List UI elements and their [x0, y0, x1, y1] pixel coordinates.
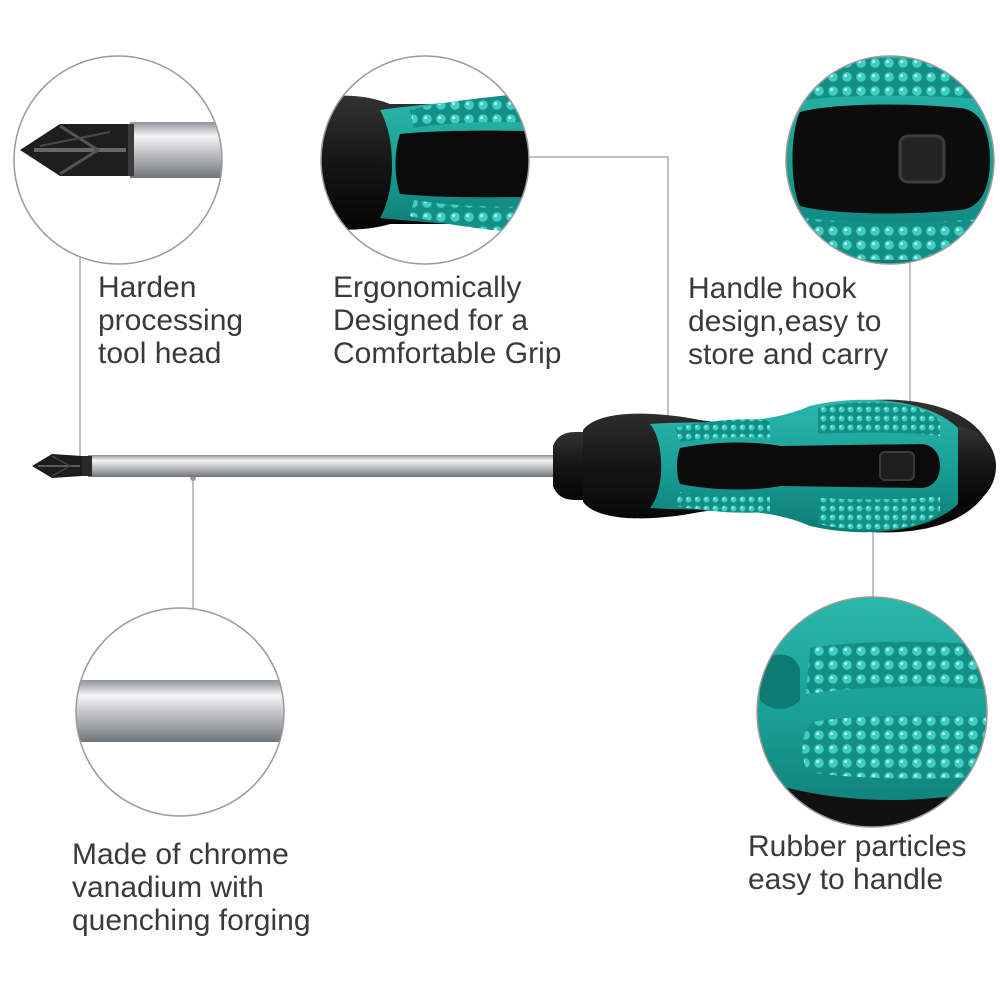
callout-material-line-1: Made of chrome	[72, 838, 289, 871]
detail-circle-hook	[785, 55, 995, 265]
callout-material-line-3: quenching forging	[72, 904, 311, 937]
callout-tool-head: Harden processing tool head	[98, 271, 243, 370]
callout-hook: Handle hook design,easy to store and car…	[688, 272, 888, 371]
callout-material-line-2: vanadium with	[72, 871, 264, 904]
callout-grip-line-3: Comfortable Grip	[333, 337, 562, 370]
callout-grip-line-1: Ergonomically	[333, 271, 522, 304]
detail-circle-chrome-shaft	[75, 607, 285, 817]
grip-dots-top-left	[675, 419, 770, 442]
callout-tool-head-line-3: tool head	[98, 337, 222, 370]
leader-lines	[79, 156, 911, 612]
screwdriver	[32, 399, 996, 533]
screwdriver-shaft	[88, 455, 568, 477]
handle-ferrule	[553, 432, 585, 500]
detail-circle-grip	[320, 55, 530, 265]
grip-dots-bottom-right	[818, 496, 940, 530]
callout-rubber-line-1: Rubber particles	[748, 830, 967, 863]
callout-rubber: Rubber particles easy to handle	[748, 830, 966, 896]
detail-circle-rubber-particles	[756, 596, 988, 828]
detail-circle-tool-head	[13, 55, 223, 265]
callout-hook-line-3: store and carry	[688, 338, 889, 371]
handle-window	[677, 442, 940, 490]
callout-tool-head-line-2: processing	[98, 304, 244, 337]
handle-end-cap	[958, 426, 996, 508]
callout-hook-line-1: Handle hook	[688, 272, 857, 305]
grip-dots-bottom-left	[675, 492, 770, 513]
callout-tool-head-line-1: Harden	[98, 271, 197, 304]
hook-hole	[879, 451, 915, 481]
callout-grip: Ergonomically Designed for a Comfortable…	[333, 271, 561, 370]
callout-rubber-line-2: easy to handle	[748, 863, 944, 896]
grip-dots-top-right	[818, 402, 940, 436]
callout-hook-line-2: design,easy to	[688, 305, 882, 338]
callout-grip-line-2: Designed for a	[333, 304, 529, 337]
callout-material: Made of chrome vanadium with quenching f…	[72, 838, 311, 937]
